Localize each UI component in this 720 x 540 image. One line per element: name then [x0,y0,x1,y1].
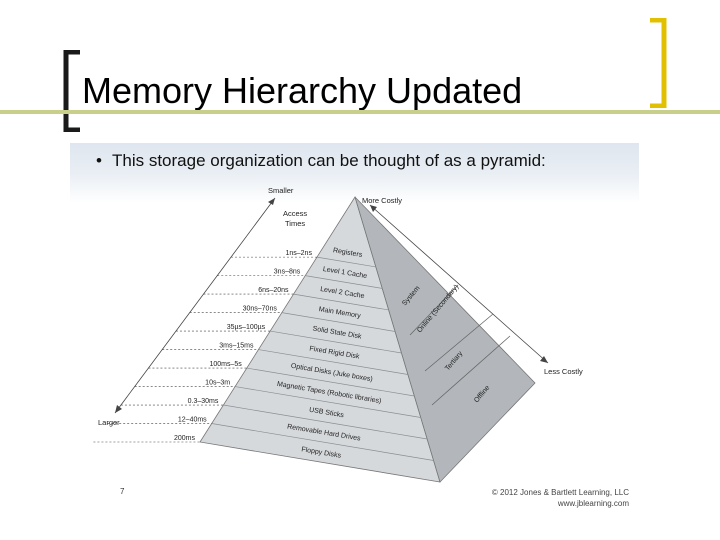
access-time-label: 10s–3m [205,380,230,387]
label-more-costly: More Costly [362,196,402,205]
access-time-label: 1ns–2ns [285,250,312,257]
label-smaller: Smaller [268,186,294,195]
label-access: Access [283,209,307,218]
layer-divider [211,423,434,461]
layer-divider [270,330,402,354]
cost-arrow [369,204,549,364]
layer-label: Registers [332,247,363,259]
side-divider-2 [424,313,494,372]
left-bracket-decoration [63,50,80,132]
cost-arrow-head-bottom [540,356,548,363]
access-time-label: 30ns–70ns [243,306,278,313]
page-number: 7 [120,487,125,496]
access-time-arrow [114,197,276,414]
bullet-label: This storage organization can be thought… [112,151,546,170]
label-times: Times [285,219,305,228]
side-divider-1 [409,284,459,336]
access-time-label: 12–40ms [178,417,207,424]
layer-divider [293,293,389,311]
figure-panel: •This storage organization can be though… [70,143,639,513]
bullet-text: •This storage organization can be though… [96,151,546,170]
layer-divider [223,404,428,440]
access-time-label: 100ms–5s [209,361,242,368]
website-text: www.jblearning.com [557,499,629,508]
access-time-labels: 1ns–2ns 3ns–8ns 6ns–20ns 30ns–70ns 35µs–100µ… [174,250,312,442]
copyright-text: © 2012 Jones & Bartlett Learning, LLC [491,488,629,497]
access-time-label: 3ms–15ms [219,343,254,350]
access-time-label: 35µs–100µs [227,324,266,331]
layer-divider [246,367,415,397]
layer-divider [235,386,421,418]
label-less-costly: Less Costly [544,367,583,376]
layer-divider [305,275,383,289]
access-arrow-head-bottom [115,405,122,413]
pyramid-side-face [354,196,536,483]
slide-title: Memory Hierarchy Updated [82,70,523,111]
copyright-notice: © 2012 Jones & Bartlett Learning, LLC ww… [492,487,629,509]
cost-arrow-head-top [370,205,377,212]
access-time-lines [93,256,317,443]
title-underline [0,110,720,114]
access-arrow-head-top [268,198,275,205]
pyramid-layer-lines [211,256,434,461]
access-time-label: 3ns–8ns [274,269,301,276]
layer-divider [281,312,396,332]
layer-divider [316,256,376,268]
access-time-label: 6ns–20ns [258,287,289,294]
right-bracket-decoration [650,18,667,108]
access-time-label: 0.3–30ms [188,398,219,405]
layer-divider [258,349,408,375]
label-larger: Larger [98,418,120,427]
side-divider-3 [431,335,511,406]
access-time-label: 200ms [174,435,196,442]
